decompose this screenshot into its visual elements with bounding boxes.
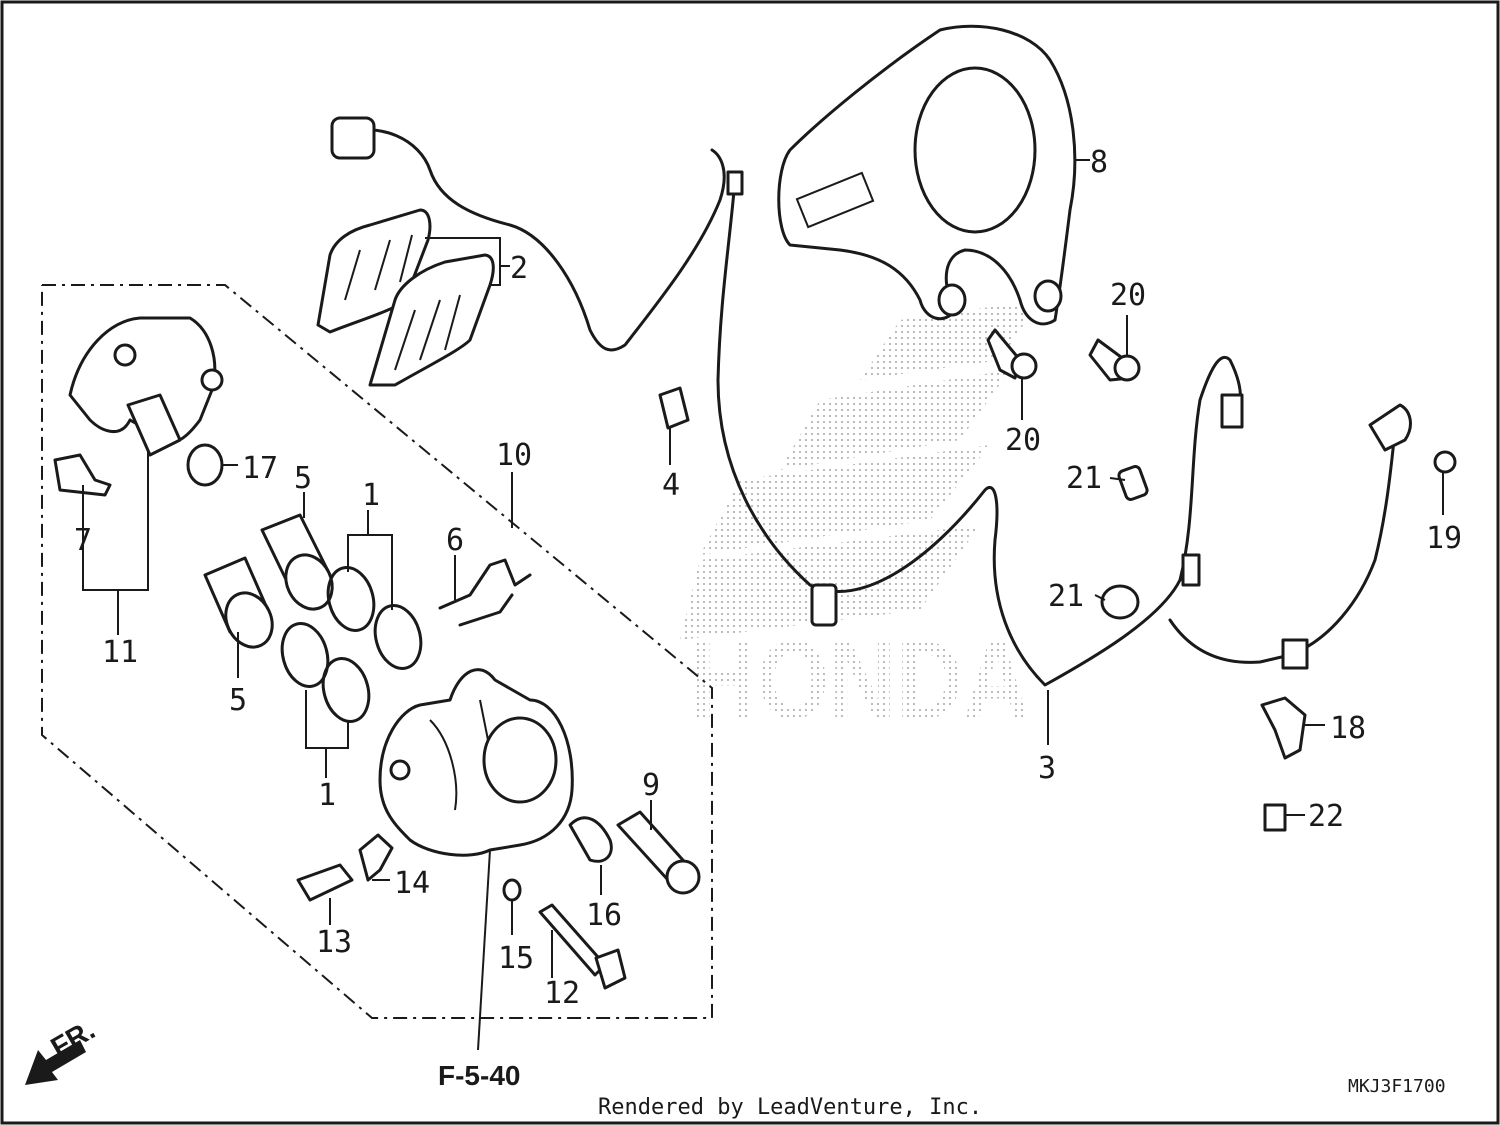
piston-seal-4	[321, 657, 371, 723]
wire-loop	[1178, 356, 1242, 582]
wheel-speed-sensor	[1368, 403, 1412, 452]
caliper-body	[378, 668, 574, 857]
piston-part-5-upper	[260, 513, 334, 611]
pad-pin-part-12	[538, 903, 627, 990]
piston-part-5-lower	[203, 556, 274, 649]
clamp-part-21-upper	[1117, 465, 1149, 501]
callout-12: 12	[544, 976, 580, 1011]
diagram-code: MKJ3F1700	[1348, 1076, 1446, 1097]
wire-grommet	[1181, 553, 1201, 587]
callout-6: 6	[446, 523, 464, 558]
slide-pin-part-9	[616, 810, 701, 895]
callout-18: 18	[1330, 711, 1366, 746]
callout-5-lower: 5	[229, 683, 247, 718]
honda-wing-watermark	[680, 300, 1040, 640]
wire-stay-part-18	[1260, 696, 1307, 760]
callout-8: 8	[1090, 145, 1108, 180]
front-direction-arrow-icon	[25, 1040, 86, 1085]
piston-seal-1	[326, 566, 376, 632]
bolt-part-20-upper	[1088, 338, 1141, 382]
callout-21-lower: 21	[1048, 579, 1084, 614]
bolt-part-19	[1433, 450, 1457, 474]
plug-part-15	[502, 878, 522, 902]
watermark-text: HONDA	[690, 619, 1030, 742]
callout-22: 22	[1308, 799, 1344, 834]
caliper-bracket-part-11	[68, 316, 224, 457]
bleeder-screw-part-13	[296, 863, 354, 902]
clamp-part-21-lower	[1100, 584, 1140, 620]
callout-14: 14	[394, 866, 430, 901]
callout-2: 2	[510, 251, 528, 286]
section-reference: F-5-40	[438, 1060, 520, 1091]
speed-sensor-wire-part-3	[716, 178, 1182, 687]
callout-20-upper: 20	[1110, 278, 1146, 313]
wire-clamp	[726, 170, 744, 196]
callout-11: 11	[102, 635, 138, 670]
wire-connector	[330, 116, 376, 160]
caliper-bracket-part-8	[777, 24, 1077, 326]
render-credit: Rendered by LeadVenture, Inc.	[598, 1095, 982, 1120]
wire-right	[1168, 428, 1397, 664]
piston-seal-2	[373, 604, 423, 670]
caliper-assembly-outline	[41, 284, 713, 1019]
callout-13: 13	[316, 925, 352, 960]
wire-grommet-top	[1220, 393, 1244, 429]
bolt-part-22	[1263, 803, 1287, 832]
brake-pads-part-2	[316, 208, 495, 387]
callout-10: 10	[496, 438, 532, 473]
callout-21-upper: 21	[1066, 461, 1102, 496]
callout-15: 15	[498, 941, 534, 976]
callout-4: 4	[662, 468, 680, 503]
callout-19: 19	[1426, 521, 1462, 556]
callout-1-upper: 1	[362, 478, 380, 513]
pin-boot-part-16	[568, 816, 613, 863]
callout-17: 17	[242, 451, 278, 486]
callout-9: 9	[642, 768, 660, 803]
wire-guide	[810, 583, 838, 627]
callout-5-upper: 5	[294, 461, 312, 496]
bleeder-cap-part-14	[358, 833, 394, 882]
clip-part-4	[658, 386, 690, 430]
leader-lines	[82, 159, 1444, 1051]
pad-spring-part-7	[53, 453, 112, 497]
callout-7: 7	[74, 523, 92, 558]
bolt-part-20-lower	[986, 328, 1038, 380]
boot-part-17	[186, 443, 224, 487]
callout-3: 3	[1038, 751, 1056, 786]
hose-upper	[338, 128, 726, 352]
wire-grommet-right	[1281, 638, 1309, 670]
callout-1-lower: 1	[318, 778, 336, 813]
callout-16: 16	[586, 898, 622, 933]
pad-retainer-part-6	[438, 558, 532, 627]
piston-seal-3	[280, 622, 330, 688]
callout-20-lower: 20	[1005, 423, 1041, 458]
